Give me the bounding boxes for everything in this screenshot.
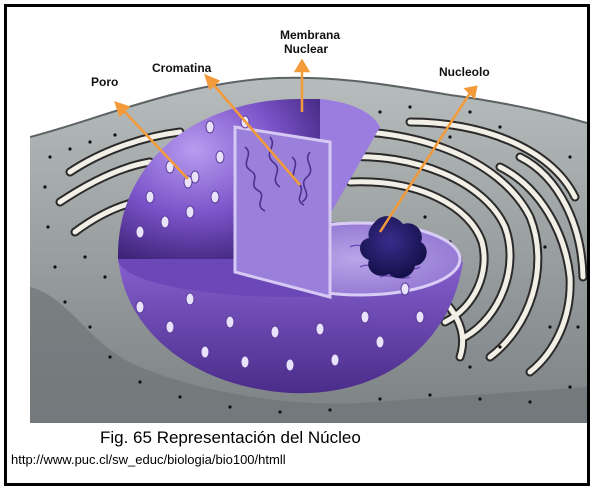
figure-frame: Poro Cromatina Membrana Nuclear Nucleolo <box>4 4 590 486</box>
label-poro: Poro <box>91 75 118 89</box>
label-membrana-line2: Nuclear <box>284 42 328 56</box>
figure-caption: Fig. 65 Representación del Núcleo <box>100 428 600 448</box>
label-membrana-line1: Membrana <box>280 28 340 42</box>
label-nucleolo: Nucleolo <box>439 65 490 79</box>
figure-source-url: http://www.puc.cl/sw_educ/biologia/bio10… <box>11 452 600 467</box>
label-cromatina: Cromatina <box>152 61 211 75</box>
